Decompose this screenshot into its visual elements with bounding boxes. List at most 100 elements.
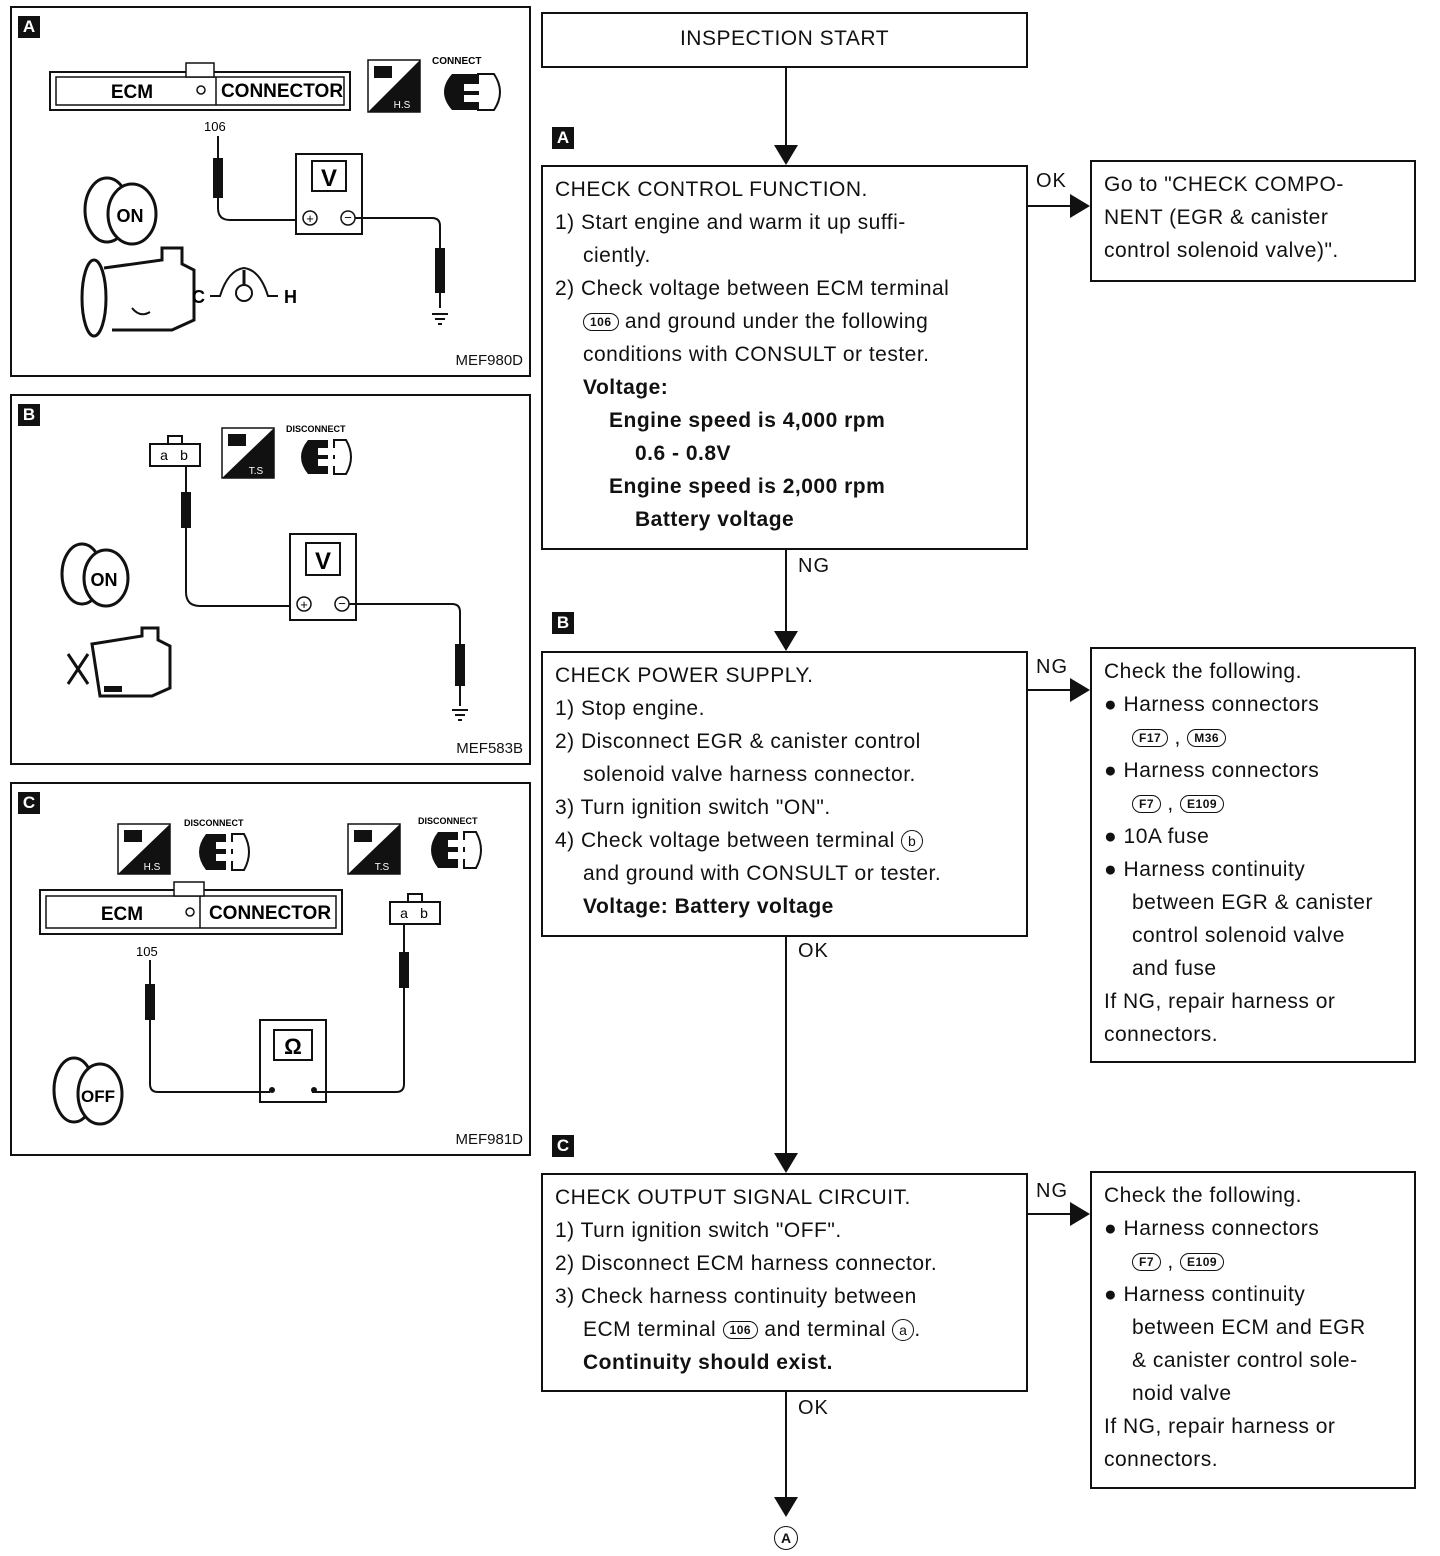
step-tag-a: A [552, 127, 574, 149]
connector-terminal-106: 106 [722, 1321, 759, 1340]
step-a-check-control-function: CHECK CONTROL FUNCTION. 1) Start engine … [541, 165, 1028, 550]
illustration-panel-b: B a b V + − ON [10, 394, 531, 765]
connector-f7: F7 [1132, 1253, 1162, 1272]
svg-text:DISCONNECT: DISCONNECT [418, 816, 478, 826]
step-c-ng-checklist: Check the following. ● Harness connector… [1090, 1171, 1416, 1489]
step-a-line: 106 and ground under the following [555, 305, 1016, 338]
voltage-heading: Voltage: [583, 376, 669, 399]
step-a-line: conditions with CONSULT or tester. [583, 343, 930, 366]
pin-number: 106 [204, 119, 226, 134]
panel-c-drawing: H.S DISCONNECT T.S DISCONNECT [39, 816, 482, 1126]
hs-badge-icon: H.S [367, 59, 421, 113]
svg-text:a: a [160, 447, 168, 463]
panel-tag-b: B [18, 404, 40, 426]
solenoid-connector-icon: a b [149, 435, 201, 467]
disconnect-plug-icon: DISCONNECT [418, 816, 482, 869]
ecm-connector-graphic: ECM CONNECTOR [39, 881, 343, 935]
disconnect-plug-icon: DISCONNECT [286, 424, 352, 475]
condition-4000rpm: Engine speed is 4,000 rpm [609, 409, 886, 432]
panel-b-drawing: a b V + − ON [60, 424, 468, 721]
svg-text:C: C [192, 287, 205, 307]
ignition-key-off-icon: OFF [52, 1056, 124, 1126]
svg-text:ON: ON [117, 206, 144, 226]
ohmmeter-icon: Ω [259, 1019, 327, 1103]
svg-text:Ω: Ω [284, 1034, 302, 1059]
connector-f17: F17 [1132, 729, 1169, 748]
svg-text:+: + [306, 211, 314, 226]
continuation-marker-a: A [774, 1526, 798, 1550]
step-b-ng-checklist: Check the following. ● Harness connector… [1090, 647, 1416, 1063]
svg-text:V: V [321, 165, 337, 192]
inspection-start-box: INSPECTION START [541, 12, 1028, 68]
svg-text:H.S: H.S [394, 100, 411, 111]
inspection-start-label: INSPECTION START [679, 27, 890, 50]
svg-text:+: + [300, 597, 308, 612]
step-tag-b: B [552, 612, 574, 634]
svg-text:CONNECT: CONNECT [432, 56, 481, 67]
step-a-ng-label: NG [798, 555, 830, 577]
step-c-ng-label: NG [1036, 1180, 1068, 1202]
condition-2000rpm: Engine speed is 2,000 rpm [609, 475, 886, 498]
hs-badge-icon: H.S [117, 823, 171, 875]
step-b-ng-label: NG [1036, 656, 1068, 678]
ecm-label: ECM [101, 904, 143, 925]
connector-m36: M36 [1187, 729, 1227, 748]
svg-text:H.S: H.S [144, 862, 161, 873]
svg-text:b: b [180, 447, 188, 463]
connector-e109: E109 [1180, 1253, 1225, 1272]
step-a-ok-label: OK [1036, 170, 1067, 192]
step-a-ok-result-box: Go to "CHECK COMPO- NENT (EGR & canister… [1090, 160, 1416, 282]
ecm-label: ECM [111, 82, 153, 103]
terminal-b-marker: b [901, 830, 924, 853]
ignition-key-on-icon: ON [60, 542, 130, 608]
connector-label: CONNECTOR [221, 81, 343, 102]
svg-text:DISCONNECT: DISCONNECT [286, 424, 346, 434]
illustration-panel-a: A ECM CONNECTOR 106 V + − [10, 6, 531, 377]
step-a-line: CHECK CONTROL FUNCTION. [555, 178, 868, 201]
engine-icon [80, 246, 196, 338]
value-2000rpm: Battery voltage [635, 508, 795, 531]
connector-terminal-106: 106 [583, 313, 619, 332]
solenoid-connector-icon: a b [389, 893, 441, 925]
step-tag-c: C [552, 1135, 574, 1157]
svg-text:H: H [284, 287, 297, 307]
pin-number: 105 [136, 944, 158, 959]
figure-code: MEF980D [455, 352, 523, 369]
panel-a-drawing: ECM CONNECTOR 106 V + − ON [49, 56, 501, 338]
svg-text:−: − [344, 210, 352, 225]
illustration-panel-c: C H.S DISCONNECT T.S DISCONNECT [10, 782, 531, 1156]
engine-stopped-icon [66, 626, 172, 698]
connector-e109: E109 [1180, 795, 1225, 814]
step-c-ok-label: OK [798, 1397, 829, 1419]
svg-text:T.S: T.S [249, 466, 264, 477]
svg-text:V: V [315, 548, 331, 575]
figure-code: MEF583B [456, 740, 523, 757]
panel-tag-c: C [18, 792, 40, 814]
svg-text:a: a [400, 905, 408, 921]
connector-f7: F7 [1132, 795, 1162, 814]
step-a-line: ciently. [583, 244, 651, 267]
step-a-line: 2) Check voltage between ECM terminal [555, 277, 950, 300]
step-a-line: 1) Start engine and warm it up suffi- [555, 211, 906, 234]
terminal-a-marker: a [892, 1319, 915, 1342]
svg-text:−: − [338, 596, 346, 611]
connect-plug-icon: CONNECT [432, 56, 501, 111]
disconnect-plug-icon: DISCONNECT [184, 818, 250, 871]
svg-text:DISCONNECT: DISCONNECT [184, 818, 244, 828]
step-b-ok-label: OK [798, 940, 829, 962]
svg-text:b: b [420, 905, 428, 921]
temperature-gauge-icon: C H [192, 266, 297, 307]
continuity-spec: Continuity should exist. [583, 1351, 834, 1374]
ts-badge-icon: T.S [347, 823, 401, 875]
voltmeter-icon: V + − [295, 153, 363, 235]
ecm-connector-graphic: ECM CONNECTOR [49, 62, 351, 111]
svg-text:OFF: OFF [81, 1087, 115, 1106]
step-c-check-output-signal-circuit: CHECK OUTPUT SIGNAL CIRCUIT. 1) Turn ign… [541, 1173, 1028, 1392]
ts-badge-icon: T.S [221, 427, 275, 479]
voltage-spec: Voltage: Battery voltage [583, 895, 834, 918]
figure-code: MEF981D [455, 1131, 523, 1148]
connector-label: CONNECTOR [209, 903, 331, 924]
step-b-check-power-supply: CHECK POWER SUPPLY. 1) Stop engine. 2) D… [541, 651, 1028, 937]
svg-text:ON: ON [91, 570, 118, 590]
